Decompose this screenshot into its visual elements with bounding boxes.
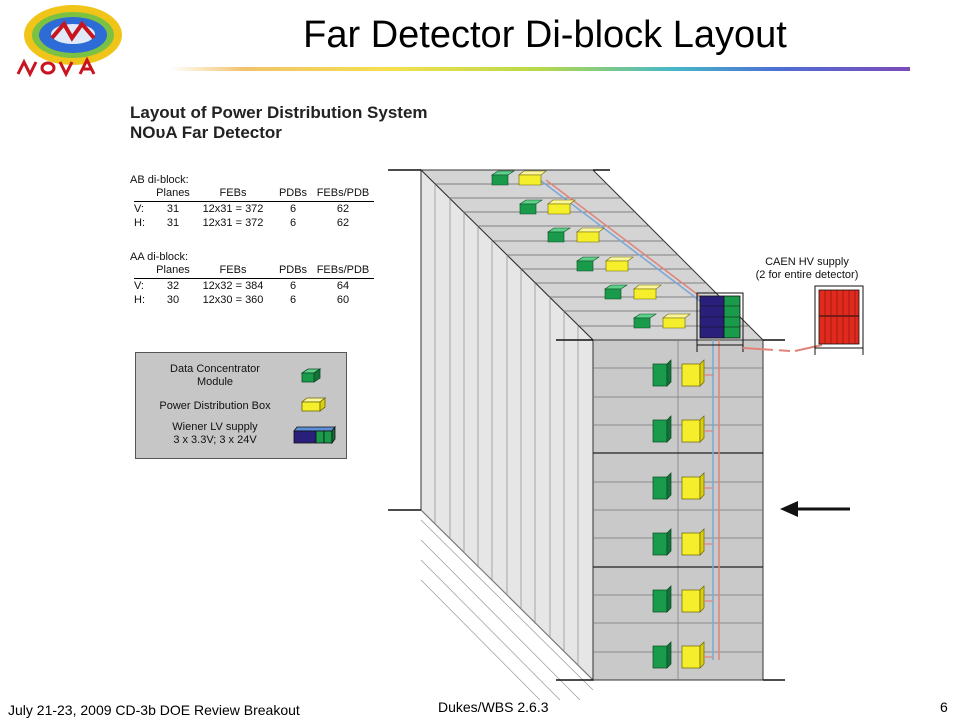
cell-febs-per-pdb: 64	[336, 280, 350, 292]
legend-dcm-line2: Module	[196, 376, 234, 388]
legend-dcm-icon	[300, 368, 322, 383]
page-number: 6	[940, 699, 948, 715]
legend-lv-label: Wiener LV supply 3 x 3.3V; 3 x 24V	[140, 421, 290, 447]
diagram-heading-line1: Layout of Power Distribution System	[130, 103, 428, 122]
front-pair-5	[652, 585, 705, 613]
row-label: H:	[134, 294, 145, 306]
cell-planes: 32	[166, 280, 180, 292]
legend-pdb-icon	[300, 397, 327, 412]
left-face-plane-lines	[420, 184, 594, 681]
aa-diblock-block: AA di-block: Planes FEBs PDBs FEBs/PDB V…	[130, 251, 374, 307]
cell-febs: 12x31 = 372	[202, 203, 264, 215]
table-row: H: 30 12x30 = 360 6 60	[134, 293, 374, 307]
table-row: V: 31 12x31 = 372 6 62	[134, 202, 374, 217]
front-cable-stubs	[704, 374, 713, 658]
legend-lv-line1: Wiener LV supply	[172, 421, 258, 433]
legend-lv-line2: 3 x 3.3V; 3 x 24V	[173, 434, 257, 446]
top-pair-6	[633, 313, 691, 329]
hv-supply-label-line1: CAEN HV supply	[765, 256, 849, 268]
cell-febs-per-pdb: 62	[336, 217, 350, 229]
slide-title: Far Detector Di-block Layout	[303, 14, 787, 56]
hv-supply-label: CAEN HV supply (2 for entire detector)	[742, 256, 872, 282]
diagram-heading-line2: NOυA Far Detector	[130, 123, 282, 142]
front-cables	[712, 340, 720, 660]
table-row: V: 32 12x32 = 384 6 64	[134, 279, 374, 294]
wiener-lv-rack	[696, 292, 744, 352]
caen-hv-rack	[814, 285, 864, 355]
cell-pdbs: 6	[289, 203, 297, 215]
col-planes: Planes	[154, 264, 192, 279]
legend-pdb-label: Power Distribution Box	[159, 400, 271, 412]
top-pair-3	[547, 227, 605, 243]
left-face-bottom-lines	[420, 519, 594, 701]
cell-febs-per-pdb: 62	[336, 203, 350, 215]
diagram-heading: Layout of Power Distribution System NOυA…	[130, 103, 428, 143]
footer-left: July 21-23, 2009 CD-3b DOE Review Breako…	[8, 702, 300, 718]
ab-diblock-label: AB di-block:	[130, 174, 189, 186]
top-pair-1	[491, 170, 547, 186]
nova-logo	[12, 4, 128, 80]
cell-planes: 31	[166, 217, 180, 229]
col-pdbs: PDBs	[274, 264, 312, 279]
title-rule	[170, 67, 910, 71]
front-pair-6	[652, 641, 705, 669]
detector-top-face	[419, 169, 765, 341]
cell-febs: 12x32 = 384	[202, 280, 264, 292]
ab-diblock-table: Planes FEBs PDBs FEBs/PDB V: 31 12x31 = …	[134, 187, 374, 230]
front-pair-4	[652, 528, 705, 556]
top-face-plane-lines	[435, 183, 750, 327]
front-pair-3	[652, 472, 705, 500]
legend-dcm-line1: Data Concentrator	[170, 363, 260, 375]
row-label: H:	[134, 217, 145, 229]
aa-diblock-label: AA di-block:	[130, 251, 189, 263]
top-pair-2	[519, 199, 576, 215]
front-face-plane-lines	[593, 340, 763, 680]
col-febs: FEBs	[192, 264, 274, 279]
cell-pdbs: 6	[289, 294, 297, 306]
logo-wave	[50, 20, 96, 42]
top-dcm-pdb-pairs	[491, 170, 691, 329]
beam-direction-arrow	[780, 501, 850, 517]
front-dcm-pdb-pairs	[652, 359, 705, 669]
front-pair-2	[652, 415, 705, 443]
table-header-row: Planes FEBs PDBs FEBs/PDB	[134, 187, 374, 202]
aa-diblock-table: Planes FEBs PDBs FEBs/PDB V: 32 12x32 = …	[134, 264, 374, 307]
row-label: V:	[134, 280, 144, 292]
hv-supply-label-line2: (2 for entire detector)	[755, 269, 859, 281]
legend-box: Data Concentrator Module Power Distribut…	[135, 352, 347, 459]
table-row: H: 31 12x31 = 372 6 62	[134, 216, 374, 230]
top-cables	[539, 179, 719, 311]
block-edge-lines	[388, 169, 785, 681]
col-febs: FEBs	[192, 187, 274, 202]
top-pair-5	[604, 284, 662, 300]
nova-logo-graphic	[16, 5, 122, 78]
front-pair-1	[652, 359, 705, 387]
cell-febs: 12x31 = 372	[202, 217, 264, 229]
detector-left-face	[420, 168, 594, 682]
detector-front-face	[592, 339, 764, 681]
ab-diblock-block: AB di-block: Planes FEBs PDBs FEBs/PDB V…	[130, 174, 374, 230]
col-febs-per-pdb: FEBs/PDB	[312, 264, 374, 279]
cell-febs: 12x30 = 360	[202, 294, 264, 306]
cell-planes: 31	[166, 203, 180, 215]
col-pdbs: PDBs	[274, 187, 312, 202]
col-planes: Planes	[154, 187, 192, 202]
logo-nova-letters	[16, 56, 96, 78]
hv-cable	[742, 344, 823, 352]
table-header-row: Planes FEBs PDBs FEBs/PDB	[134, 264, 374, 279]
legend-lv-icon	[293, 425, 336, 445]
cell-planes: 30	[166, 294, 180, 306]
row-label: V:	[134, 203, 144, 215]
top-pair-4	[576, 256, 634, 272]
col-febs-per-pdb: FEBs/PDB	[312, 187, 374, 202]
cell-pdbs: 6	[289, 217, 297, 229]
front-face-block-lines	[593, 452, 763, 568]
legend-dcm-label: Data Concentrator Module	[140, 363, 290, 389]
cell-febs-per-pdb: 60	[336, 294, 350, 306]
footer-center: Dukes/WBS 2.6.3	[438, 699, 549, 715]
cell-pdbs: 6	[289, 280, 297, 292]
